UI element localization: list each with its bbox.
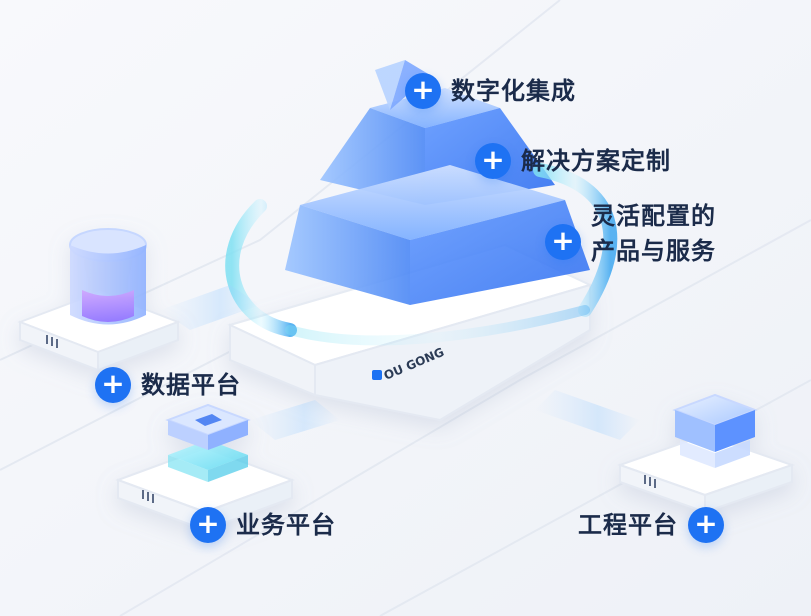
plus-icon: + [551,223,575,257]
plus-icon: + [694,507,718,540]
plus-button[interactable]: + [688,507,724,543]
plus-icon: + [411,73,435,106]
engineering-platform-text: 工程平台 [578,510,678,539]
flexible-products-line2: 产品与服务 [591,236,716,265]
solution-customization-text: 解决方案定制 [521,146,671,175]
flexible-products-line1: 灵活配置的 [591,202,716,230]
label-data-platform: + 数据平台 [95,367,241,403]
beams [160,285,640,440]
data-platform-text: 数据平台 [141,370,241,399]
orbit-ring [225,163,618,346]
label-flexible-products: + 灵活配置的 产品与服务 [545,202,716,266]
label-digital-integration: + 数字化集成 [405,73,576,109]
flexible-products-text: 灵活配置的 产品与服务 [591,202,716,266]
plus-button[interactable]: + [95,367,131,403]
plus-button[interactable]: + [190,507,226,543]
business-platform-graphic [115,403,295,532]
plus-icon: + [101,367,125,400]
engineering-platform-graphic [616,393,796,514]
plus-button[interactable]: + [545,223,581,260]
plus-button[interactable]: + [405,73,441,109]
plus-icon: + [481,143,505,176]
brand-logo-mark [372,370,382,380]
pyramid [285,60,590,305]
business-platform-text: 业务平台 [236,510,336,539]
label-business-platform: + 业务平台 [190,507,336,543]
plus-icon: + [196,507,220,540]
label-engineering-platform: 工程平台 + [578,507,724,543]
data-platform-graphic [17,228,181,372]
digital-integration-text: 数字化集成 [451,76,576,105]
label-solution-customization: + 解决方案定制 [475,143,671,179]
plus-button[interactable]: + [475,143,511,179]
